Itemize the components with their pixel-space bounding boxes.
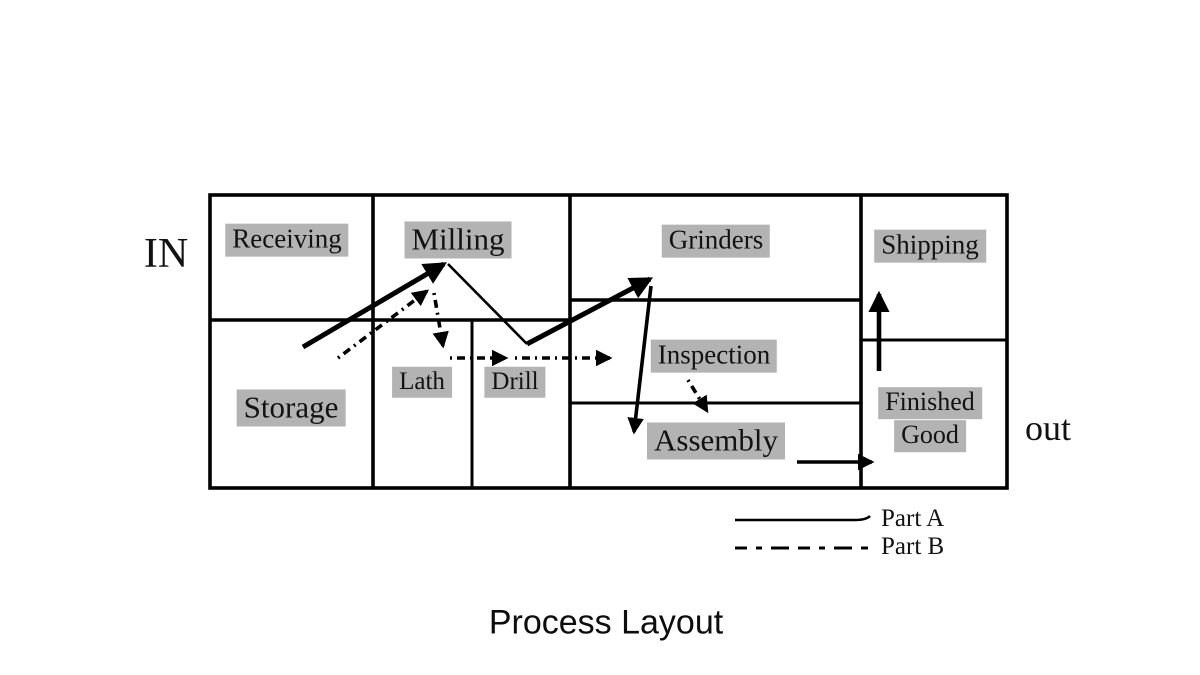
legend-part-a-label: Part A — [881, 505, 945, 532]
part-b-flow-arrows — [336, 289, 709, 414]
part-a-flow-arrows — [301, 261, 890, 471]
part-a-storage-to-milling-arrow — [301, 261, 447, 350]
part-a-milling-to-drill-line — [447, 263, 528, 345]
slide-title: Process Layout — [488, 603, 724, 642]
room-label-storage: Storage — [236, 389, 346, 427]
room-label-receiving: Receiving — [225, 223, 349, 257]
flow-in-label: IN — [143, 231, 189, 277]
legend-part-b-label: Part B — [881, 533, 945, 560]
department-walls — [208, 193, 1009, 490]
room-label-shipping: Shipping — [874, 229, 986, 263]
room-label-finished-good-line2: Good — [894, 420, 966, 452]
part-b-inspection-to-assembly-arrow — [686, 379, 709, 414]
room-label-lath: Lath — [392, 366, 452, 398]
room-label-inspection: Inspection — [650, 339, 778, 373]
room-label-milling: Milling — [404, 221, 512, 259]
room-label-finished-good-line1: Finished — [878, 387, 982, 419]
part-a-drill-to-grinders-arrow — [525, 276, 654, 347]
flow-out-label: out — [1024, 408, 1072, 448]
part-b-lath-down-arrow — [432, 292, 449, 349]
room-label-grinders: Grinders — [661, 224, 771, 258]
room-label-assembly: Assembly — [647, 422, 785, 460]
room-label-drill: Drill — [484, 366, 546, 398]
legend-part-a-line — [735, 515, 871, 522]
legend-key-lines — [735, 515, 871, 550]
part-b-storage-to-lath-arrow — [336, 289, 429, 360]
part-a-grinders-to-assembly-arrow — [627, 285, 653, 435]
